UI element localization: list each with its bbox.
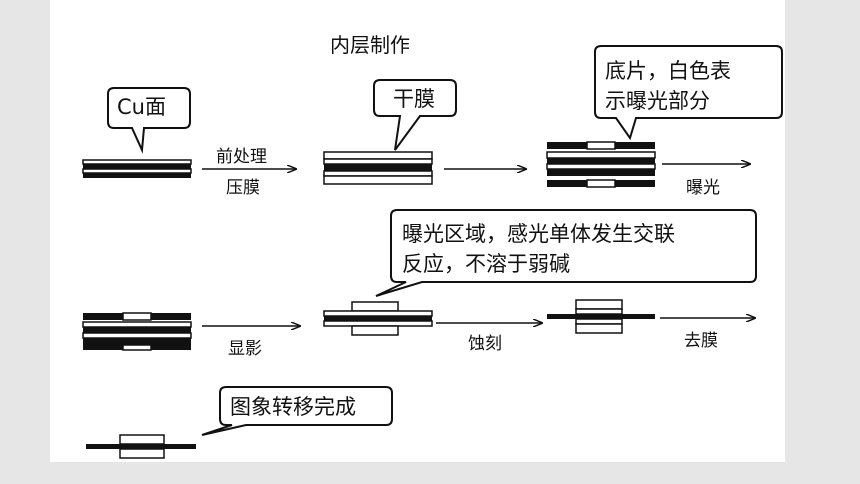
step-develop: 显影	[228, 339, 262, 359]
callout-film-line2: 示曝光部分	[605, 89, 710, 113]
callout-dry-film-text: 干膜	[393, 87, 435, 111]
callout-transfer-done: 图象转移完成	[201, 386, 393, 436]
callout-exposed-line1: 曝光区域，感光单体发生交联	[402, 222, 675, 246]
callout-exposed-region: 曝光区域，感光单体发生交联 反应，不溶于弱碱	[375, 209, 757, 297]
step-etch: 蚀刻	[468, 334, 502, 354]
step-laminate: 压膜	[226, 178, 260, 198]
stage-exposure	[546, 141, 656, 188]
step-pretreat: 前处理	[216, 147, 267, 167]
pcb-inner-layer-diagram: 内层制作 Cu面 前处理 压膜 干膜	[82, 33, 783, 459]
callout-film-line1: 底片，白色表	[605, 59, 731, 83]
stage-cu-board	[82, 159, 192, 178]
stage-etched	[547, 299, 655, 334]
stage-exposed-board	[82, 312, 192, 351]
stage-developed	[323, 301, 433, 336]
callout-dry-film: 干膜	[373, 79, 457, 151]
stage-dry-film	[323, 151, 433, 185]
callout-cu-surface-text: Cu面	[117, 95, 166, 119]
callout-transfer-text: 图象转移完成	[230, 395, 356, 419]
callout-cu-surface: Cu面	[107, 87, 191, 154]
callout-film: 底片，白色表 示曝光部分	[594, 45, 783, 141]
diagram-title: 内层制作	[330, 33, 410, 57]
stage-final	[86, 434, 196, 459]
callout-exposed-line2: 反应，不溶于弱碱	[402, 252, 570, 276]
slide: 内层制作 Cu面 前处理 压膜 干膜	[50, 0, 785, 462]
step-strip: 去膜	[684, 331, 718, 351]
step-expose: 曝光	[686, 178, 720, 198]
